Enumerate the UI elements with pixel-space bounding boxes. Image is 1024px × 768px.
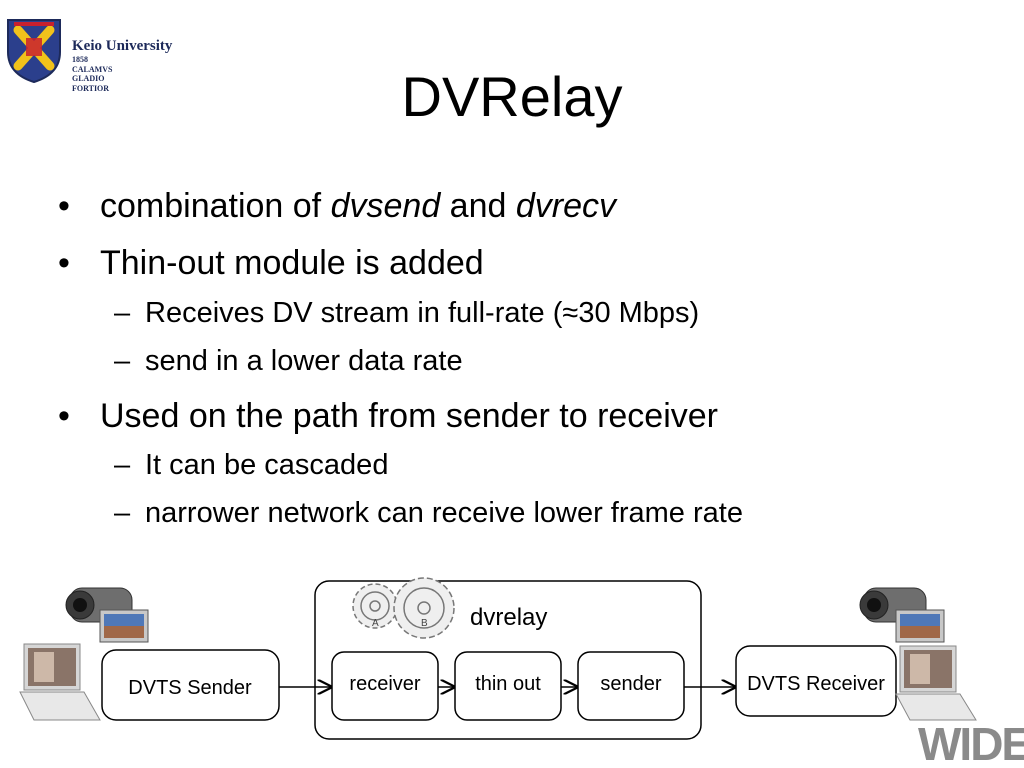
camera-icon (859, 587, 945, 643)
receiver-module-label: receiver (349, 673, 420, 695)
bullet-path: Used on the path from sender to receiver (58, 396, 998, 436)
keio-logo: Keio University 1858 CALAMVS GLADIO FORT… (4, 16, 184, 93)
gear-icon (352, 577, 455, 639)
keio-line: CALAMVS (72, 64, 113, 74)
keio-line: FORTIOR (72, 83, 110, 93)
dvrelay-label: dvrelay (470, 604, 547, 631)
dvts-receiver-label: DVTS Receiver (747, 673, 885, 695)
slide-title: DVRelay (401, 65, 623, 128)
gear-a-label: A (372, 618, 379, 629)
dvts-sender-label: DVTS Sender (128, 677, 252, 699)
wide-logo: WIDE (918, 718, 1024, 768)
keio-name: Keio University (72, 38, 173, 54)
bullet-thinout: Thin-out module is added (58, 243, 998, 283)
bullet-em-dvrecv: dvrecv (515, 187, 616, 225)
keio-crest-icon (7, 19, 61, 84)
keio-line: 1858 (72, 55, 88, 64)
laptop-icon (895, 645, 977, 721)
bullet-text: and (440, 187, 516, 225)
sub-bullet-cascade: It can be cascaded (58, 448, 998, 482)
keio-logo-text: Keio University 1858 CALAMVS GLADIO FORT… (72, 38, 172, 93)
gear-b-label: B (421, 618, 428, 629)
bullet-em-dvsend: dvsend (330, 187, 441, 225)
camera-icon (65, 587, 149, 643)
bullet-list: combination of dvsend and dvrecv Thin-ou… (58, 186, 998, 544)
dvts-sender-box (101, 649, 280, 721)
sub-bullet-fullrate: Receives DV stream in full-rate (≈30 Mbp… (58, 296, 998, 330)
bullet-text: combination of (100, 187, 331, 225)
dvrelay-diagram: DVTS Sender dvrelay A B receiver thin ou… (19, 577, 1024, 768)
sub-bullet-narrower: narrower network can receive lower frame… (58, 496, 998, 530)
keio-line: GLADIO (72, 74, 105, 83)
bullet-combination: combination of dvsend and dvrecv (58, 186, 998, 226)
laptop-icon (19, 643, 101, 721)
sender-module-label: sender (600, 673, 661, 695)
sub-bullet-lowerrate: send in a lower data rate (58, 344, 998, 378)
thinout-module-label: thin out (475, 673, 541, 695)
